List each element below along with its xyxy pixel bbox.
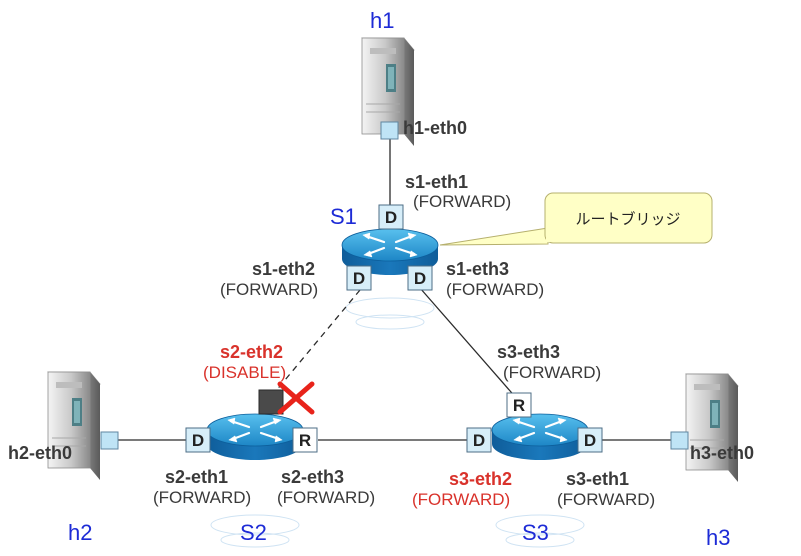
svg-text:D: D xyxy=(385,208,397,227)
h3-label: h3 xyxy=(706,525,730,550)
link-s1-s3 xyxy=(419,287,519,401)
server-icon xyxy=(685,373,739,483)
h1-eth0-port xyxy=(380,121,399,140)
s2-eth3-label: s2-eth3 xyxy=(281,467,344,487)
s3-eth1-port: D xyxy=(577,427,603,453)
router-icon xyxy=(490,412,590,462)
root-bridge-callout: ルートブリッジ xyxy=(439,192,713,246)
s3-eth3-port: R xyxy=(506,392,532,418)
s1-eth3-label: s1-eth3 xyxy=(446,259,509,279)
host-h1: h1 h1-eth0 xyxy=(361,8,467,147)
s3-eth2-label: s3-eth2 xyxy=(449,469,512,489)
s2-eth2-label: s2-eth2 xyxy=(220,342,283,362)
switch-s1: S1 D D D s1-eth1 (FORWARD) s1-eth2 (FORW… xyxy=(220,172,544,299)
svg-text:R: R xyxy=(513,396,525,415)
s1-eth2-state: (FORWARD) xyxy=(220,280,318,299)
s1-eth1-port: D xyxy=(378,204,404,230)
switch-s3: S3 R D D s3-eth3 (FORWARD) s3-eth2 (FORW… xyxy=(412,342,655,545)
s1-eth3-state: (FORWARD) xyxy=(446,280,544,299)
h2-eth0-label: h2-eth0 xyxy=(8,443,72,463)
switch-ripple-rings xyxy=(210,297,585,548)
h1-label: h1 xyxy=(370,8,394,33)
s3-eth2-state: (FORWARD) xyxy=(412,490,510,509)
svg-text:D: D xyxy=(192,431,204,450)
s3-eth2-port: D xyxy=(466,427,492,453)
svg-text:D: D xyxy=(414,269,426,288)
s2-eth2-state: (DISABLE) xyxy=(203,363,286,382)
s3-eth1-state: (FORWARD) xyxy=(557,490,655,509)
switch-s2: S2 D R s2-eth2 (DISABLE) s2-eth1 (FORWAR… xyxy=(153,342,375,545)
s3-eth1-label: s3-eth1 xyxy=(566,469,629,489)
s3-eth3-state: (FORWARD) xyxy=(503,363,601,382)
host-h2: h2-eth0 h2 xyxy=(8,371,119,545)
host-h3: h3-eth0 h3 xyxy=(670,373,754,550)
router-icon xyxy=(205,412,305,462)
s3-eth3-label: s3-eth3 xyxy=(497,342,560,362)
server-icon xyxy=(47,371,101,481)
svg-text:D: D xyxy=(353,269,365,288)
disabled-x-icon xyxy=(277,381,315,415)
s1-eth2-port: D xyxy=(346,265,372,291)
svg-text:D: D xyxy=(584,431,596,450)
svg-text:R: R xyxy=(299,431,311,450)
h2-eth0-port xyxy=(100,431,119,450)
s1-eth2-label: s1-eth2 xyxy=(252,259,315,279)
h1-eth0-label: h1-eth0 xyxy=(403,118,467,138)
callout-text: ルートブリッジ xyxy=(575,210,680,228)
s2-label: S2 xyxy=(240,520,267,545)
h3-eth0-port xyxy=(670,431,689,450)
h2-label: h2 xyxy=(68,520,92,545)
s2-eth3-port: R xyxy=(292,427,318,453)
links xyxy=(118,138,674,441)
svg-text:D: D xyxy=(473,431,485,450)
s1-eth1-label: s1-eth1 xyxy=(405,172,468,192)
s1-eth1-state: (FORWARD) xyxy=(413,192,511,211)
s3-label: S3 xyxy=(522,520,549,545)
h3-eth0-label: h3-eth0 xyxy=(690,443,754,463)
s1-label: S1 xyxy=(330,204,357,229)
s2-eth1-label: s2-eth1 xyxy=(165,467,228,487)
s2-eth1-port: D xyxy=(185,427,211,453)
s2-eth1-state: (FORWARD) xyxy=(153,488,251,507)
s1-eth3-port: D xyxy=(407,265,433,291)
link-s1-s2-blocked xyxy=(269,289,361,399)
s2-eth3-state: (FORWARD) xyxy=(277,488,375,507)
